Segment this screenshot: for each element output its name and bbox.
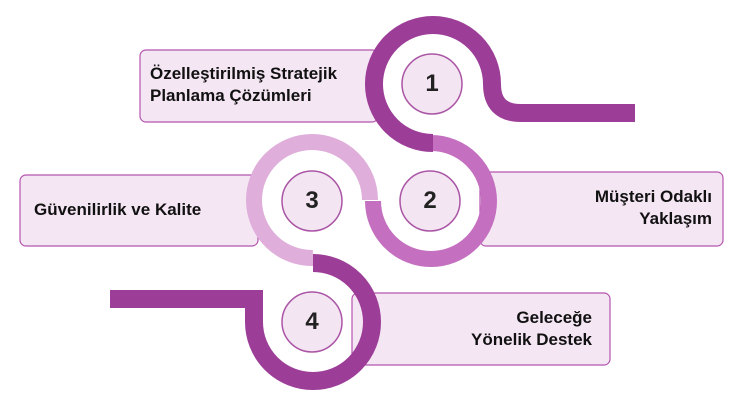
number-circle-1 xyxy=(401,53,463,115)
step-3-label: Güvenilirlik ve Kalite xyxy=(34,199,201,221)
card-step-2 xyxy=(479,171,724,247)
step-number-3: 3 xyxy=(305,187,319,214)
number-circle-3 xyxy=(281,170,343,232)
step-number-4: 4 xyxy=(305,308,319,335)
step-4-line-2: Yönelik Destek xyxy=(471,330,592,349)
number-circle-4 xyxy=(281,291,343,353)
card-step-4 xyxy=(351,292,611,366)
step-2-line-1: Müşteri Odaklı xyxy=(594,187,712,206)
step-3-line-1: Güvenilirlik ve Kalite xyxy=(34,200,202,219)
step-1-line-2: Planlama Çözümleri xyxy=(150,86,312,105)
ribbon-segment-4 xyxy=(110,254,381,390)
number-circle-2 xyxy=(399,170,461,232)
step-1-label: Özelleştirilmiş Stratejik Planlama Çözüm… xyxy=(150,63,337,107)
step-2-line-2: Yaklaşım xyxy=(639,209,712,228)
step-2-label: Müşteri Odaklı Yaklaşım xyxy=(595,186,712,230)
ribbon-segment-2 xyxy=(365,135,497,267)
step-number-1: 1 xyxy=(425,70,439,97)
ribbon-segment-1 xyxy=(365,16,434,152)
step-4-label: Geleceğe Yönelik Destek xyxy=(471,307,592,351)
ribbon-segment-3 xyxy=(246,134,378,267)
step-1-line-1: Özelleştirilmiş Stratejik xyxy=(150,64,338,83)
ribbon-tail-1 xyxy=(432,16,635,122)
step-number-2: 2 xyxy=(423,187,437,214)
step-4-line-1: Geleceğe xyxy=(516,308,592,327)
